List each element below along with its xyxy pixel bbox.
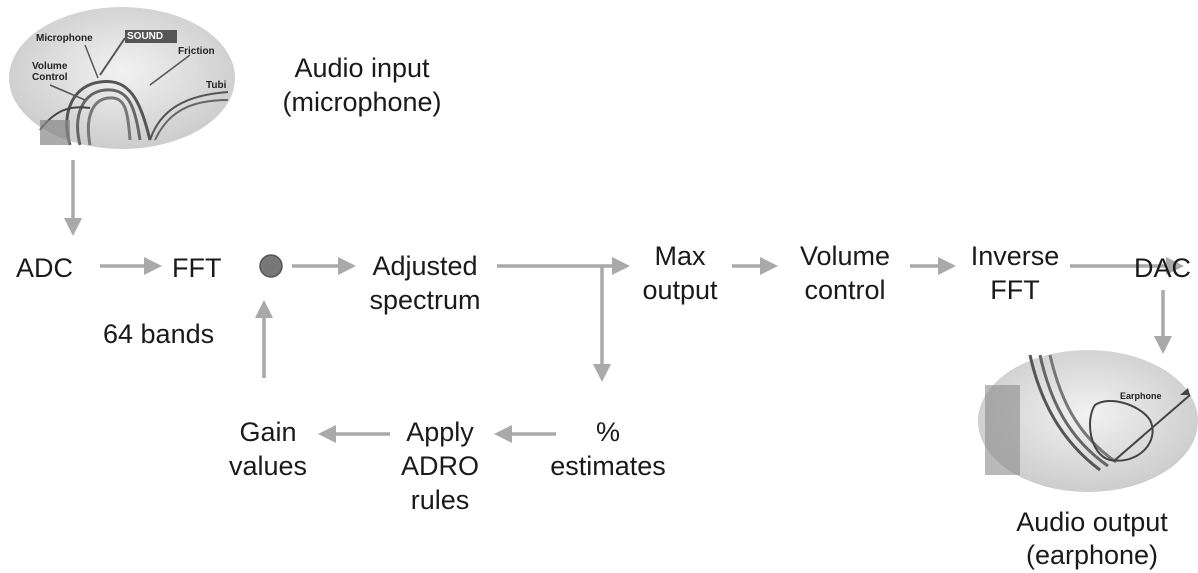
friction-callout: Friction — [178, 46, 215, 57]
volume-control-label-2: control — [804, 275, 886, 305]
audio-output-subtitle: (earphone) — [1025, 540, 1159, 570]
adc-label: ADC — [16, 253, 74, 283]
tube-callout: Tubi — [206, 80, 227, 91]
audio-input-title: Audio input — [294, 53, 430, 83]
volume-control-callout-2: Control — [32, 72, 68, 83]
audio-output-title: Audio output — [1016, 507, 1168, 537]
apply-adro-label-3: rules — [410, 485, 470, 515]
adjusted-label-2: spectrum — [369, 285, 481, 315]
apply-adro-label-2: ADRO — [400, 451, 479, 481]
volume-control-label-1: Volume — [799, 241, 891, 271]
earphone-illustration — [978, 350, 1198, 492]
adjusted-label-1: Adjusted — [372, 251, 478, 281]
bands-label: 64 bands — [103, 319, 215, 349]
fft-label: FFT — [172, 253, 222, 283]
earphone-callout: Earphone — [1120, 391, 1162, 401]
gain-values-label-2: values — [228, 451, 308, 481]
max-output-label-1: Max — [654, 241, 706, 271]
dac-label: DAC — [1134, 253, 1192, 283]
gain-values-label-1: Gain — [239, 417, 297, 447]
sound-callout: SOUND — [127, 31, 164, 42]
inverse-fft-label-1: Inverse — [970, 241, 1060, 271]
volume-control-callout-1: Volume — [32, 61, 68, 72]
arrows — [64, 160, 1184, 443]
percent-estimates-label-2: estimates — [550, 451, 666, 481]
junction-node — [259, 254, 283, 278]
percent-estimates-label-1: % — [595, 417, 620, 447]
inverse-fft-label-2: FFT — [990, 275, 1040, 305]
microphone-callout: Microphone — [36, 33, 93, 44]
audio-input-subtitle: (microphone) — [282, 87, 442, 117]
apply-adro-label-1: Apply — [406, 417, 474, 447]
microphone-illustration — [9, 7, 235, 149]
max-output-label-2: output — [642, 275, 718, 305]
